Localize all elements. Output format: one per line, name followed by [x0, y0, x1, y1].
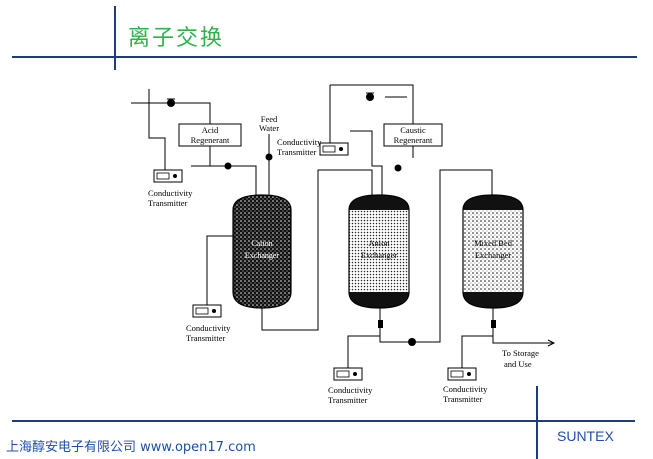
svg-text:Exchanger: Exchanger [361, 250, 398, 260]
svg-text:Regenerant: Regenerant [394, 135, 433, 145]
svg-text:Conductivity: Conductivity [186, 323, 231, 333]
svg-text:Exchanger: Exchanger [475, 250, 512, 260]
footer-company: 上海醇安电子有限公司 www.open17.com [6, 440, 256, 455]
svg-text:Transmitter: Transmitter [148, 198, 188, 208]
conductivity-transmitter-4: Conductivity Transmitter [328, 367, 373, 405]
header-divider-vertical [114, 6, 116, 70]
svg-text:Transmitter: Transmitter [186, 333, 226, 343]
footer-brand: SUNTEX [557, 428, 614, 444]
svg-text:and Use: and Use [504, 359, 532, 369]
slide-title: 离子交换 [128, 26, 225, 51]
svg-text:Transmitter: Transmitter [277, 147, 317, 157]
svg-text:Exchanger: Exchanger [245, 251, 280, 260]
feed-valve-icon [265, 153, 273, 161]
storage-label: To Storage and Use [502, 348, 539, 369]
feed-water: Feed Water [259, 114, 279, 195]
header-divider-horizontal [12, 56, 637, 58]
svg-text:Anion: Anion [368, 238, 390, 248]
acid-regenerant-line1: Acid [202, 125, 219, 135]
footer-divider-horizontal [12, 420, 635, 422]
svg-text:Cation: Cation [251, 239, 272, 248]
conductivity-transmitter-1: Conductivity Transmitter [148, 169, 193, 208]
conductivity-transmitter-2: Conductivity Transmitter [277, 137, 349, 157]
conductivity-transmitter-3: Conductivity Transmitter [186, 304, 231, 343]
acid-pump [167, 98, 175, 107]
caustic-line [329, 84, 414, 195]
svg-text:To Storage: To Storage [502, 348, 539, 358]
acid-regenerant-line2: Regenerant [191, 135, 230, 145]
svg-text:Feed: Feed [261, 114, 278, 124]
svg-text:Caustic: Caustic [400, 125, 426, 135]
svg-text:Conductivity: Conductivity [277, 137, 322, 147]
svg-text:Mixed Bed: Mixed Bed [474, 238, 513, 248]
conductivity-transmitter-5: Conductivity Transmitter [443, 367, 488, 404]
cation-exchanger-vessel: Cation Exchanger [232, 194, 292, 309]
svg-text:Conductivity: Conductivity [328, 385, 373, 395]
transfer-pump-icon [408, 338, 416, 346]
footer-divider-vertical [536, 386, 538, 459]
anion-exchanger-vessel: Anion Exchanger [348, 194, 410, 309]
svg-text:Transmitter: Transmitter [443, 394, 483, 404]
caustic-pump [366, 92, 374, 101]
svg-text:Transmitter: Transmitter [328, 395, 368, 405]
mixed-bed-exchanger-vessel: Mixed Bed Exchanger [462, 194, 524, 309]
caustic-regenerant-box: Caustic Regenerant [383, 123, 443, 147]
caustic-valve-icon [394, 164, 402, 172]
svg-text:Water: Water [259, 123, 279, 133]
sample-lines [206, 235, 496, 368]
acid-valve-icon [224, 162, 232, 170]
svg-text:Conductivity: Conductivity [148, 188, 193, 198]
acid-line [131, 89, 257, 195]
acid-regenerant-box: Acid Regenerant [178, 123, 242, 147]
svg-text:Conductivity: Conductivity [443, 384, 488, 394]
